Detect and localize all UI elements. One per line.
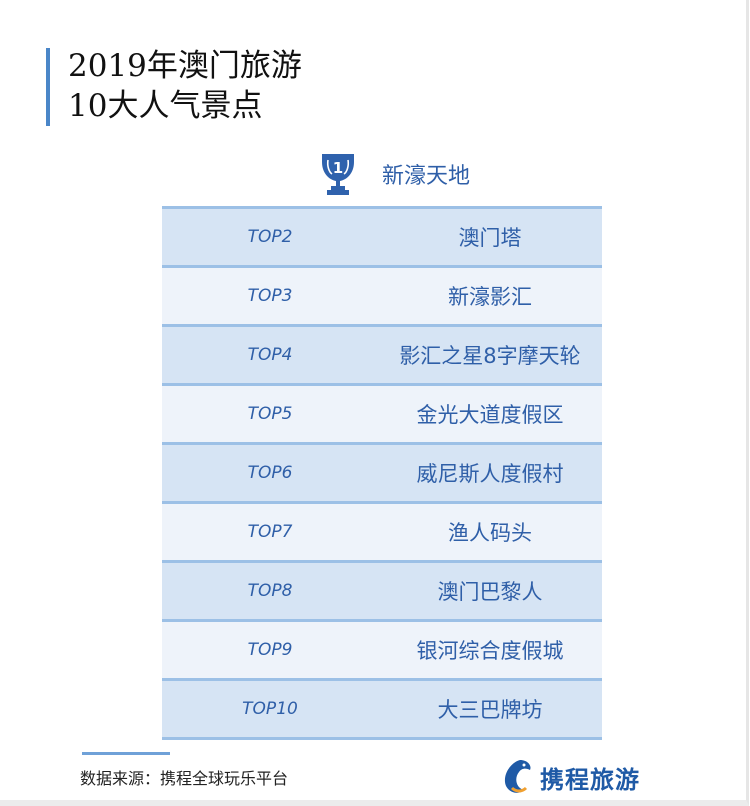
table-row: TOP6 威尼斯人度假村 [162,442,602,501]
rank-label: TOP9 [247,640,293,660]
rank-label: TOP6 [247,463,293,483]
trophy-icon: 1 [322,154,354,195]
attraction-name: 新濠影汇 [448,285,532,309]
table-row: TOP8 澳门巴黎人 [162,560,602,619]
rank-label: TOP10 [242,699,298,719]
attraction-name: 渔人码头 [448,521,532,545]
top1-entry: 1 新濠天地 [318,152,470,196]
trophy-rank: 1 [333,159,343,177]
attraction-name: 金光大道度假区 [416,403,564,427]
source-divider [82,752,170,755]
title-line-1: 2019年澳门旅游 [68,48,302,84]
rank-label: TOP7 [247,522,293,542]
attraction-name: 威尼斯人度假村 [416,462,564,486]
table-row: TOP9 银河综合度假城 [162,619,602,678]
title-accent-bar [46,48,50,126]
data-source: 数据来源：携程全球玩乐平台 [80,769,289,788]
rank-label: TOP2 [247,227,293,247]
attraction-name: 大三巴牌坊 [437,698,543,722]
table-row: TOP5 金光大道度假区 [162,383,602,442]
rank-label: TOP3 [247,286,293,306]
attraction-name: 银河综合度假城 [416,639,564,663]
attraction-name: 影汇之星8字摩天轮 [399,344,581,368]
ctrip-logo: 携程旅游 [500,758,640,796]
page-title: 2019年澳门旅游 10大人气景点 [68,46,302,126]
dolphin-logo-icon [504,760,531,793]
attraction-name: 澳门巴黎人 [437,580,543,604]
table-row: TOP10 大三巴牌坊 [162,678,602,740]
rank-label: TOP8 [247,581,293,601]
rank-label: TOP4 [247,345,293,365]
logo-text: 携程旅游 [540,765,640,794]
table-row: TOP4 影汇之星8字摩天轮 [162,324,602,383]
title-line-2: 10大人气景点 [68,88,263,124]
table-row: TOP7 渔人码头 [162,501,602,560]
table-row: TOP2 澳门塔 [162,206,602,265]
table-row: TOP3 新濠影汇 [162,265,602,324]
rank-label: TOP5 [247,404,293,424]
attraction-name: 澳门塔 [458,226,522,250]
top1-name: 新濠天地 [382,164,471,189]
